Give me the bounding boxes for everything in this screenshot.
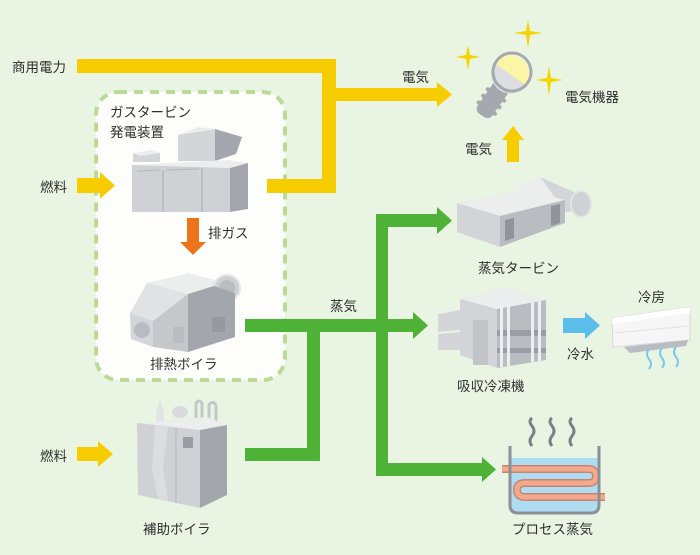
chilled-water-arrow — [563, 312, 600, 339]
electricity-up-shaft — [507, 139, 519, 162]
process-steam-icon — [502, 416, 605, 515]
steam-main-line — [245, 319, 415, 332]
aux-boiler-label: 補助ボイラ — [143, 522, 211, 538]
gas-turbine-unit-label-line2: 発電装置 — [110, 125, 164, 141]
fuel-arrow-aux-shaft — [77, 447, 100, 461]
sparkle-icon — [536, 66, 563, 96]
exhaust-arrow-head — [180, 242, 206, 255]
fuel-arrow-gt-shaft — [77, 178, 102, 193]
steam-flow — [245, 207, 496, 482]
heat-recovery-boiler-label: 排熱ボイラ — [150, 357, 218, 373]
electricity-main-label: 電気 — [402, 70, 429, 86]
absorption-chiller-icon — [438, 287, 546, 368]
aux-boiler-icon — [137, 399, 227, 508]
steam-to-process-arrowhead — [482, 457, 496, 482]
exhaust-arrow-shaft — [187, 218, 199, 243]
grid-power-line — [77, 59, 336, 73]
process-steam-label: プロセス蒸気 — [512, 522, 593, 538]
electricity-up-label: 電気 — [465, 142, 492, 158]
sparkle-icon — [456, 45, 480, 70]
steam-to-chiller-arrowhead — [413, 312, 428, 339]
aux-steam-riser — [307, 319, 320, 461]
aux-boiler-steam-line — [245, 448, 320, 461]
fuel-gas-turbine-label: 燃料 — [40, 179, 67, 196]
electrical-equipment-label: 電気機器 — [565, 90, 619, 106]
generator-output-line — [267, 179, 336, 193]
gas-turbine-generator-icon — [132, 127, 248, 212]
air-conditioning-label: 冷房 — [638, 290, 665, 306]
electricity-main-line — [336, 88, 438, 101]
absorption-chiller-label: 吸収冷凍機 — [457, 379, 525, 395]
chilled-water-arrow-head — [585, 312, 600, 339]
heat-recovery-boiler-icon — [130, 272, 241, 352]
electricity-flow — [77, 59, 524, 467]
chilled-water-arrow-shaft — [563, 318, 586, 333]
light-bulb-icon — [476, 51, 533, 119]
steam-turbine-label: 蒸気タービン — [478, 261, 559, 277]
chilled-water-label: 冷水 — [567, 347, 595, 363]
sparkle-icon — [514, 20, 542, 48]
electricity-up-arrowhead — [502, 126, 524, 140]
grid-power-label: 商用電力 — [12, 60, 66, 76]
electricity-riser-line — [322, 59, 336, 193]
fuel-arrow-aux-head — [98, 441, 113, 467]
steam-to-turbine-arrowhead — [437, 207, 452, 234]
steam-to-process-line — [376, 463, 483, 476]
exhaust-gas-label: 排ガス — [208, 226, 249, 242]
steam-turbine-icon — [457, 177, 592, 247]
gas-turbine-unit-label-line1: ガスタービン — [110, 105, 191, 121]
exhaust-gas-arrow — [180, 218, 206, 255]
steam-to-turbine-line — [376, 214, 438, 227]
steam-label: 蒸気 — [330, 299, 357, 315]
fuel-aux-boiler-label: 燃料 — [40, 448, 67, 465]
steam-distribution-riser — [376, 214, 388, 476]
electricity-arrowhead — [437, 82, 452, 107]
sparkle-icons — [456, 20, 563, 96]
air-conditioner-icon — [611, 306, 691, 370]
fuel-arrow-gt-head — [100, 172, 115, 199]
